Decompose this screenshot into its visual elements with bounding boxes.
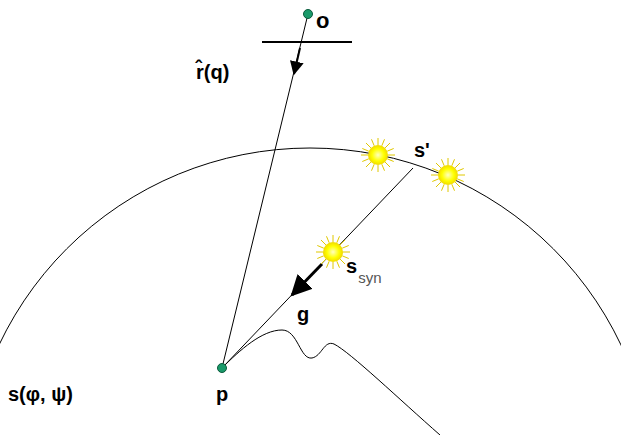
- light-ray-spike: [452, 184, 455, 190]
- light-ray-spike: [441, 184, 444, 190]
- light-ray-spike: [321, 240, 326, 245]
- point-p: [218, 364, 227, 373]
- light-ray: [222, 168, 413, 368]
- light-ray-spike: [326, 236, 329, 242]
- light-ray-spike: [337, 261, 340, 267]
- vector-label: g: [297, 304, 309, 324]
- light-ray-spike: [382, 164, 385, 170]
- light-ray-spike: [385, 143, 390, 148]
- light-ray-spike: [448, 158, 449, 165]
- light-ray-spike: [362, 148, 368, 151]
- light-source: [316, 235, 350, 269]
- light-ray-spike: [452, 159, 455, 165]
- light-ray-spike: [387, 159, 393, 162]
- image-plane: [262, 41, 352, 43]
- light-ray-spike: [342, 245, 348, 248]
- light-ray-spike: [366, 143, 371, 148]
- light-core: [368, 145, 388, 165]
- light-ray-spike: [448, 185, 449, 192]
- light-ray-spike: [388, 155, 395, 156]
- light-ray-spike: [432, 179, 438, 182]
- light-ray-spike: [371, 139, 374, 145]
- point-label: p: [216, 384, 228, 404]
- subscript: syn: [358, 270, 381, 285]
- ray-direction-arrow: [294, 48, 300, 74]
- light-ray-spike: [366, 162, 371, 167]
- light-ray-spike: [387, 148, 393, 151]
- light-core: [323, 242, 343, 262]
- light-ray-spike: [458, 175, 465, 176]
- light-ray-spike: [362, 159, 368, 162]
- light-ray-spike: [378, 138, 379, 145]
- light-ray-spike: [385, 162, 390, 167]
- light-ray-spike: [343, 252, 350, 253]
- sky-sphere: [0, 148, 621, 435]
- point-label: o: [316, 10, 329, 32]
- light-ray-spike: [457, 168, 463, 171]
- light-ray-spike: [340, 259, 345, 264]
- point-o: [304, 10, 313, 19]
- light-ray-spike: [455, 163, 460, 168]
- light-ray-spike: [457, 179, 463, 182]
- terrain: [222, 330, 440, 435]
- light-ray-spike: [431, 175, 438, 176]
- source-label: s: [346, 256, 357, 276]
- light-source: [431, 158, 465, 192]
- light-ray-spike: [436, 163, 441, 168]
- light-ray-spike: [432, 168, 438, 171]
- light-ray-spike: [361, 155, 368, 156]
- light-ray-spike: [441, 159, 444, 165]
- light-ray-spike: [337, 236, 340, 242]
- ray-label: r̂(q): [196, 62, 229, 82]
- light-ray-spike: [317, 256, 323, 259]
- light-ray-spike: [333, 235, 334, 242]
- light-core: [438, 165, 458, 185]
- light-source: [361, 138, 395, 172]
- light-ray-spike: [317, 245, 323, 248]
- light-ray-spike: [382, 139, 385, 145]
- light-ray-spike: [340, 240, 345, 245]
- light-ray-spike: [436, 182, 441, 187]
- light-ray-spike: [333, 262, 334, 269]
- light-ray-spike: [455, 182, 460, 187]
- sphere-label: s(φ, ψ): [8, 384, 73, 404]
- light-ray-spike: [378, 165, 379, 172]
- source-label: s': [414, 140, 430, 160]
- view-ray: [222, 14, 308, 368]
- light-ray-spike: [316, 252, 323, 253]
- light-ray-spike: [326, 261, 329, 267]
- light-ray-spike: [321, 259, 326, 264]
- light-ray-spike: [371, 164, 374, 170]
- g-arrow: [292, 264, 322, 295]
